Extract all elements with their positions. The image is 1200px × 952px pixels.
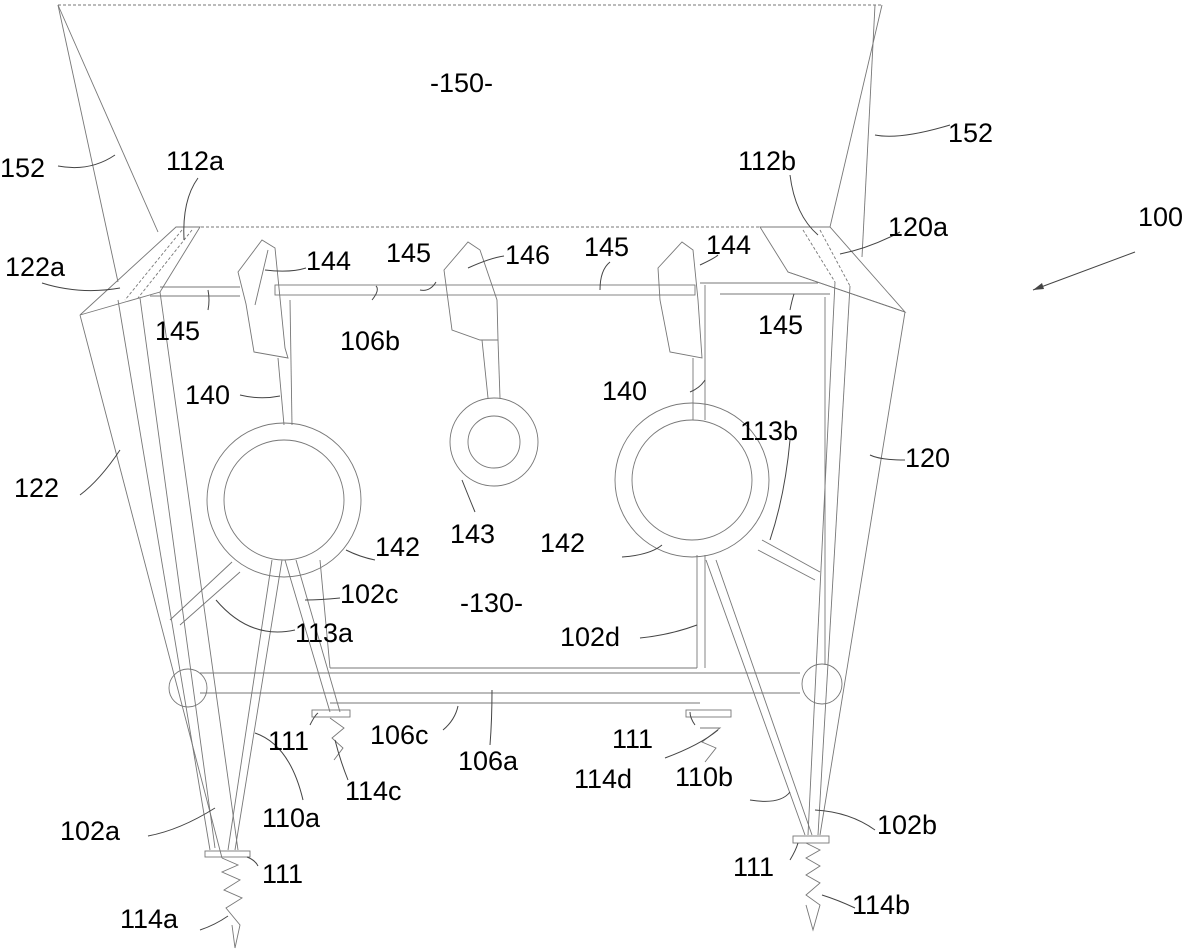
label-106c: 106c bbox=[370, 720, 429, 750]
center-ring-143 bbox=[449, 397, 539, 487]
right-joint bbox=[801, 663, 843, 705]
label-114c: 114c bbox=[345, 776, 402, 806]
top-rail-106b bbox=[150, 282, 830, 297]
left-bracket-144 bbox=[237, 239, 293, 426]
label-145-c: 145 bbox=[155, 316, 200, 346]
label-111-a: 111 bbox=[268, 726, 309, 756]
left-flap-152 bbox=[57, 4, 159, 283]
left-leg-122 bbox=[79, 291, 239, 859]
label-110a: 110a bbox=[262, 803, 321, 833]
stake-114d bbox=[685, 709, 732, 763]
label-102b: 102b bbox=[877, 810, 937, 840]
label-102c: 102c bbox=[340, 579, 399, 609]
label-100: 100 bbox=[1138, 202, 1183, 232]
label-106b: 106b bbox=[340, 326, 400, 356]
label-142-right: 142 bbox=[540, 528, 585, 558]
right-bracket-144 bbox=[657, 241, 706, 420]
label-142-left: 142 bbox=[375, 532, 420, 562]
label-144-left: 144 bbox=[306, 246, 351, 276]
right-ring-142 bbox=[614, 402, 770, 558]
label-122: 122 bbox=[14, 473, 59, 503]
label-145-a: 145 bbox=[386, 238, 431, 268]
reference-arrow-100 bbox=[1032, 251, 1136, 291]
label-112a: 112a bbox=[166, 146, 225, 176]
struts-113 bbox=[169, 539, 821, 626]
label-114d: 114d bbox=[574, 764, 632, 794]
diagonal-legs-110 bbox=[227, 559, 813, 851]
cross-rail-106a bbox=[168, 663, 843, 708]
left-joint bbox=[168, 668, 208, 708]
label-110b: 110b bbox=[675, 762, 733, 792]
label-111-b: 111 bbox=[612, 724, 653, 754]
label-111-d: 111 bbox=[733, 852, 774, 882]
label-113b: 113b bbox=[740, 416, 798, 446]
stake-114c bbox=[311, 709, 351, 761]
left-ring-142 bbox=[206, 422, 362, 578]
label-114a: 114a bbox=[120, 904, 179, 934]
label-122a: 122a bbox=[5, 252, 66, 282]
label-140-right: 140 bbox=[602, 376, 647, 406]
label-106a: 106a bbox=[458, 746, 519, 776]
label-112b: 112b bbox=[738, 146, 796, 176]
label-143: 143 bbox=[450, 519, 495, 549]
label-120a: 120a bbox=[888, 212, 949, 242]
right-flap-152 bbox=[829, 4, 883, 258]
label-120: 120 bbox=[905, 443, 950, 473]
center-bracket-146 bbox=[443, 241, 501, 399]
region-label-130: -130- bbox=[460, 588, 523, 618]
left-corner-bracket-122a bbox=[79, 226, 201, 316]
stake-114b bbox=[792, 835, 830, 932]
label-113a: 113a bbox=[295, 618, 354, 648]
label-152-left: 152 bbox=[0, 153, 45, 183]
stake-114a bbox=[204, 850, 251, 949]
label-102d: 102d bbox=[560, 622, 620, 652]
label-102a: 102a bbox=[60, 816, 121, 846]
label-145-b: 145 bbox=[584, 232, 629, 262]
region-label-150: -150- bbox=[430, 68, 493, 98]
label-152-right: 152 bbox=[948, 118, 993, 148]
label-145-d: 145 bbox=[758, 310, 803, 340]
label-140-left: 140 bbox=[185, 380, 230, 410]
label-111-c: 111 bbox=[262, 859, 303, 889]
label-114b: 114b bbox=[852, 890, 910, 920]
right-leg-120 bbox=[787, 271, 906, 836]
inner-frame-130 bbox=[319, 297, 826, 669]
leader-lines bbox=[41, 124, 951, 931]
label-146: 146 bbox=[505, 240, 550, 270]
label-144-right: 144 bbox=[706, 230, 751, 260]
